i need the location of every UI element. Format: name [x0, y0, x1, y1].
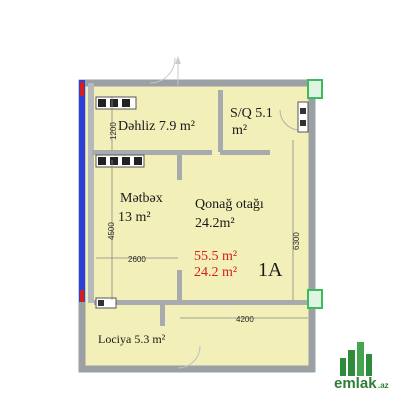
internal-wall	[177, 270, 182, 300]
internal-wall	[92, 150, 212, 155]
internal-wall	[160, 302, 165, 326]
door-arc	[149, 57, 176, 84]
emlak-logo: emlak .az	[334, 342, 389, 392]
window-blue	[79, 80, 85, 302]
window-red	[80, 82, 84, 96]
room-label-qonag-area: 24.2m²	[195, 216, 235, 231]
living-area: 24.2 m²	[194, 265, 237, 280]
room-label-sq: S/Q 5.1	[230, 106, 273, 121]
window-green	[307, 289, 323, 309]
wall-segment	[88, 83, 94, 303]
floor-area	[82, 83, 312, 369]
window-green	[307, 79, 323, 99]
dim-4500: 4500	[107, 222, 116, 240]
internal-wall	[94, 300, 309, 305]
room-label-dehliz: Dəhliz 7.9 m²	[118, 119, 195, 134]
room-label-sq-unit: m²	[232, 123, 247, 138]
internal-wall	[220, 150, 270, 155]
dim-1200: 1200	[109, 122, 118, 140]
kitchen-counter	[95, 154, 145, 168]
room-label-qonag: Qonağ otağı	[195, 197, 264, 212]
room-label-lociya: Lociya 5.3 m²	[98, 332, 166, 346]
internal-wall	[177, 150, 182, 180]
balcony-fixture	[95, 297, 117, 309]
logo-suffix: .az	[378, 381, 389, 390]
dim-2600: 2600	[128, 255, 146, 264]
window-red	[80, 290, 84, 302]
unit-label: 1A	[258, 259, 283, 281]
internal-wall	[218, 90, 223, 152]
logo-text: emlak	[334, 375, 377, 392]
room-label-metbex: Mətbəx	[120, 191, 163, 206]
door-arc	[279, 109, 301, 131]
room-label-metbex-area: 13 m²	[118, 210, 151, 225]
total-area: 55.5 m²	[194, 249, 237, 264]
dim-4200: 4200	[236, 315, 254, 324]
kitchen-fixture	[95, 96, 137, 110]
dim-6300: 6300	[292, 232, 301, 250]
door-arc	[177, 345, 201, 369]
bathroom-fixture	[297, 101, 309, 133]
